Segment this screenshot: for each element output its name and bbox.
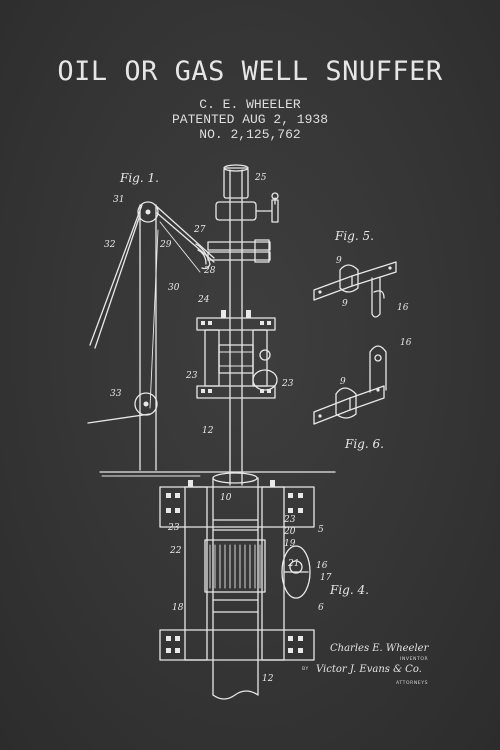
part-number: 16 (400, 338, 412, 348)
part-number: 27 (193, 225, 206, 235)
part-number: 5 (318, 525, 324, 535)
part-number: 9 (340, 377, 346, 387)
fig4-drawing (159, 472, 315, 700)
part-number: 25 (254, 173, 267, 183)
fig1-label: Fig. 1. (119, 171, 159, 185)
part-number: 16 (316, 561, 328, 571)
part-number: 23 (281, 379, 294, 389)
patent-number-line: NO. 2,125,762 (199, 127, 301, 142)
part-number: 18 (172, 603, 184, 613)
part-number: 22 (169, 546, 182, 556)
part-number: 12 (202, 426, 214, 436)
part-number: 23 (283, 515, 296, 525)
part-number: 21 (287, 559, 299, 569)
by-label: BY (302, 666, 309, 672)
fig6-label: Fig. 6. (344, 437, 384, 451)
part-number: 24 (197, 295, 210, 305)
part-number: 28 (203, 266, 216, 276)
part-number: 6 (318, 603, 324, 613)
inventor-name: Charles E. Wheeler (330, 643, 430, 654)
part-number: 9 (342, 299, 348, 309)
part-number: 12 (262, 674, 274, 684)
patent-date-line: PATENTED AUG 2, 1938 (171, 112, 329, 127)
part-number: 10 (220, 493, 232, 503)
part-number: 9 (336, 256, 342, 266)
part-number: 23 (185, 371, 198, 381)
part-number: 19 (284, 539, 296, 549)
fig1-drawing (87, 164, 336, 486)
part-number: 32 (104, 240, 116, 250)
part-number: 16 (397, 303, 409, 313)
part-number: 23 (167, 523, 180, 533)
part-numbers: 25 31 32 29 27 28 30 24 23 23 33 12 10 2… (104, 173, 412, 684)
inventor-line: C. E. WHEELER (199, 97, 301, 112)
fig6-drawing (313, 345, 387, 425)
inventor-role: INVENTOR (400, 656, 428, 662)
part-number: 31 (113, 195, 124, 205)
part-number: 33 (110, 389, 122, 399)
poster-title: OIL OR GAS WELL SNUFFER (57, 56, 443, 87)
fig5-drawing (313, 261, 397, 318)
part-number: 20 (283, 527, 296, 537)
attorney-role: ATTORNEYS (396, 680, 428, 686)
attorney-name: Victor J. Evans & Co. (316, 664, 422, 675)
part-number: 30 (168, 283, 180, 293)
part-number: 29 (159, 240, 172, 250)
fig5-label: Fig. 5. (334, 229, 374, 243)
fig4-label: Fig. 4. (329, 583, 369, 597)
part-number: 17 (320, 573, 332, 583)
signature-block: Charles E. Wheeler INVENTOR BY Victor J.… (302, 643, 430, 686)
